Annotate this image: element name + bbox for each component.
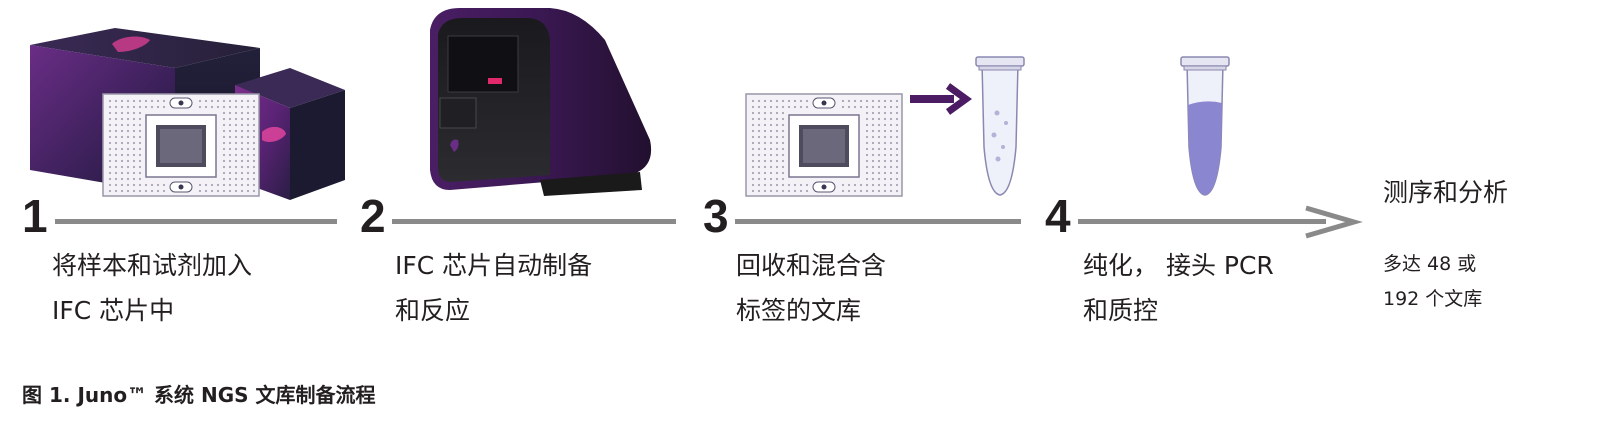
final-step-detail-line2: 192 个文库 [1383,288,1483,310]
arrow-right-icon [910,83,972,115]
tube-icon-step4 [1180,56,1230,196]
step-number-1: 1 [22,190,48,242]
timeline-bar-4 [1078,219,1326,224]
final-step-title: 测序和分析 [1383,178,1509,207]
figure-caption: 图 1. Juno™ 系统 NGS 文库制备流程 [22,383,376,407]
step-4-label-line1: 纯化， 接头 PCR [1083,251,1274,280]
ifc-chip-icon-step3 [745,93,903,197]
step-number-3: 3 [703,190,729,242]
timeline-bar-3 [735,219,1021,224]
step-number-4: 4 [1045,190,1071,242]
timeline-arrowhead-icon [1305,205,1363,239]
step-1-label-line2: IFC 芯片中 [52,296,175,325]
step-2-label-line1: IFC 芯片自动制备 [395,251,593,280]
juno-instrument-illustration [430,8,652,196]
step-3-label-line2: 标签的文库 [736,296,862,325]
final-step-detail-line1: 多达 48 或 [1383,253,1477,275]
step-1-label-line1: 将样本和试剂加入 [52,251,253,280]
step-2-label-line2: 和反应 [395,296,471,325]
ifc-chip-icon [102,93,260,197]
step-number-2: 2 [360,190,386,242]
timeline-bar-1 [55,219,337,224]
step-4-label-line2: 和质控 [1083,296,1159,325]
timeline-bar-2 [392,219,676,224]
tube-icon-step3 [975,56,1025,196]
step-3-label-line1: 回收和混合含 [736,251,887,280]
